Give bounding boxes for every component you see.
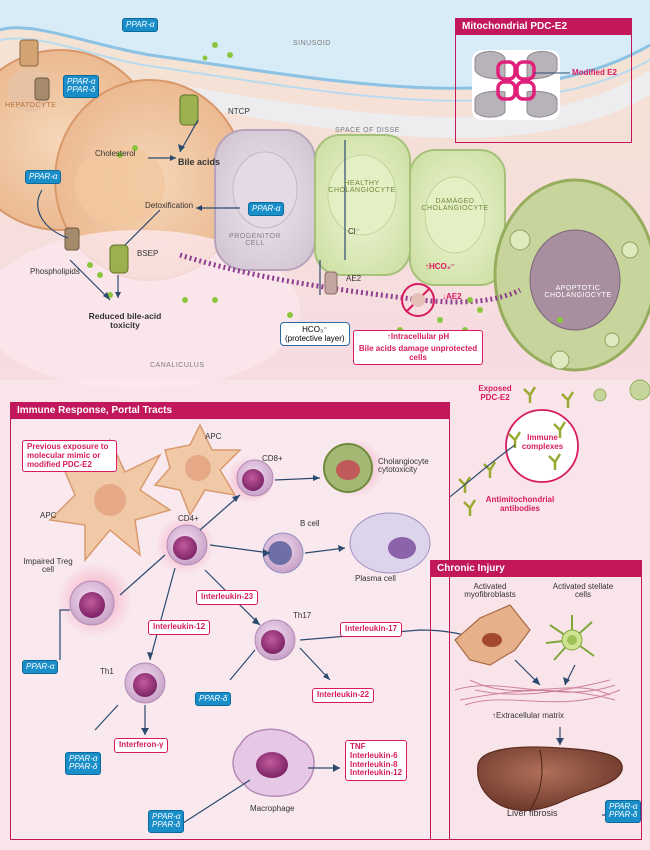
ppar-alpha-badge-treg: PPAR-α [22,660,59,675]
ae2-label: AE2 [346,274,362,283]
il12-macrophage-label: Interleukin-12 [350,768,403,778]
ppar-alpha-delta-badge-fibrosis: PPAR-α PPAR-δ [605,800,642,823]
hco3-protective-box: HCO₃⁻ (protective layer) [280,322,350,347]
ppar-alpha-text: PPAR-α [67,77,96,86]
macrophage-label: Macrophage [250,804,295,813]
th1-label: Th1 [100,667,114,676]
ppar-alpha-badge-left: PPAR-α [25,170,62,185]
apc-label-2: APC [205,432,222,441]
liver-fibrosis-label: Liver fibrosis [507,808,558,818]
ecm-label: ↑Extracellular matrix [492,711,565,720]
il8-label: Interleukin-8 [350,759,398,769]
bsep-label: BSEP [137,249,159,258]
ppar-alpha-badge-detox: PPAR-α [248,202,285,217]
cholesterol-label: Cholesterol [95,149,136,158]
exposed-pdc-label: Exposed PDC-E2 [478,384,512,403]
cholangiocyte-cytotoxicity-label: Cholangiocyte cytotoxicity [378,457,429,475]
apoptotic-cholangiocyte-label: APOPTOTIC CHOLANGIOCYTE [544,285,612,300]
ppar-alpha-delta-badge-macrophage: PPAR-α PPAR-δ [148,810,185,833]
interferon-gamma-box: Interferon-γ [114,738,169,753]
ppar-delta-text: PPAR-δ [67,85,96,95]
healthy-cholangiocyte-label: HEALTHY CHOLANGIOCYTE [328,180,396,195]
ppar-delta-text-fib: PPAR-δ [609,810,638,820]
b-cell-label: B cell [300,519,320,528]
myofibroblasts-label: Activated myofibroblasts [464,582,516,600]
il23-box: Interleukin-23 [196,590,259,605]
antimitochondrial-label: Antimitochondrial antibodies [485,495,555,514]
intracellular-ph-label: ↑Intracellular pH [386,332,450,341]
hepatocyte-label: HEPATOCYTE [5,102,57,109]
ppar-alpha-text-th1: PPAR-α [69,754,98,763]
ppar-alpha-text-mac: PPAR-α [152,812,181,821]
protective-layer-label: (protective layer) [285,334,345,344]
apc-label-1: APC [40,511,57,520]
tnf-label: TNF [350,742,366,751]
stellate-cells-label: Activated stellate cells [552,582,614,600]
bile-acids-label: Bile acids [178,157,221,167]
il6-label: Interleukin-6 [350,750,398,760]
il12-box: Interleukin-12 [148,620,211,635]
detoxification-label: Detoxification [145,201,194,210]
canaliculus-label: CANALICULUS [150,362,205,369]
ppar-delta-text-mac: PPAR-δ [152,820,181,830]
cd4-label: CD4+ [178,514,199,523]
ppar-delta-text-th1: PPAR-δ [69,762,98,772]
decreased-ae2-label: ↓AE2 [442,292,462,301]
il17-box: Interleukin-17 [340,622,403,637]
ppar-alpha-badge-sinusoid: PPAR-α [122,18,159,33]
modified-e2-label: Modified E2 [572,68,617,77]
immune-complexes-label: Immune complexes [521,433,564,452]
phospholipids-label: Phospholipids [30,267,80,276]
progenitor-cell-label: PROGENITOR CELL [229,233,281,248]
ppar-alpha-delta-badge-th1: PPAR-α PPAR-δ [65,752,102,775]
chloride-label: Cl⁻ [348,227,360,236]
space-of-disse-label: SPACE OF DISSE [335,127,400,134]
ntcp-label: NTCP [228,107,250,116]
ppar-delta-badge-th17: PPAR-δ [195,692,232,707]
th17-label: Th17 [293,611,312,620]
mito-panel [455,18,632,143]
immune-panel-title: Immune Response, Portal Tracts [10,402,450,419]
chronic-panel [430,560,642,840]
reduced-toxicity-label: Reduced bile-acid toxicity [88,311,162,330]
mito-panel-title: Mitochondrial PDC-E2 [455,18,632,35]
cytokines-box: TNF Interleukin-6 Interleukin-8 Interleu… [345,740,408,782]
il22-box: Interleukin-22 [312,688,375,703]
sinusoid-label: SINUSOID [293,40,331,47]
bile-damage-label: Bile acids damage unprotected cells [358,343,478,362]
plasma-cell-label: Plasma cell [355,574,396,583]
ppar-alpha-text-fib: PPAR-α [609,802,638,811]
previous-exposure-box: Previous exposure to molecular mimic or … [22,440,117,473]
hco3-label: HCO₃⁻ [302,325,328,334]
chronic-panel-title: Chronic Injury [430,560,642,577]
damaged-cholangiocyte-label: DAMAGED CHOLANGIOCYTE [421,198,489,213]
intracellular-ph-box: ↑Intracellular pH Bile acids damage unpr… [353,330,483,366]
treg-label: Impaired Treg cell [23,557,73,575]
cd8-label: CD8+ [262,454,283,463]
ppar-alpha-delta-badge-hepatocyte: PPAR-α PPAR-δ [63,75,100,98]
increased-hco3-label: ↑HCO₃⁻ [425,262,455,271]
